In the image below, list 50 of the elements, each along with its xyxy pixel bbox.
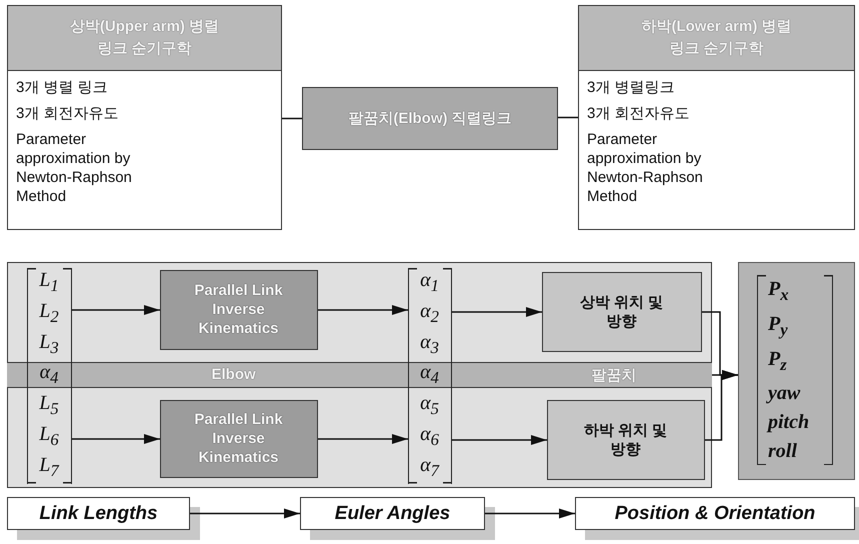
body-text: 3개 병렬링크	[587, 78, 676, 97]
vector-entry: roll	[768, 440, 797, 462]
arrow	[705, 370, 738, 441]
band-label: 팔꿈치	[592, 366, 636, 384]
vector-entry: L$_{3}$	[39, 330, 59, 359]
vector-entry: α$_{4}$	[420, 361, 439, 390]
vector-entry: α$_{6}$	[420, 423, 439, 452]
process-box: Parallel Link Inverse Kinematics	[160, 400, 318, 478]
vector-entry: α$_{3}$	[420, 330, 439, 359]
band-label: Elbow	[212, 366, 256, 382]
vector-entry: pitch	[768, 410, 810, 433]
vector-entry: L$_{5}$	[39, 392, 59, 420]
vector-entry: yaw	[768, 382, 800, 404]
vector-entry: α$_{1}$	[420, 268, 439, 297]
vector-entry: α$_{5}$	[420, 392, 439, 420]
arrow	[485, 508, 575, 518]
arrow	[190, 508, 300, 518]
vector-entry: P$_{x}$	[768, 278, 789, 306]
arrow	[318, 434, 408, 444]
body-text: 3개 병렬 링크	[16, 78, 109, 97]
header-band: 하박(Lower arm) 병렬링크 순기구학	[579, 6, 854, 71]
vector-entry: L$_{7}$	[39, 454, 59, 482]
arrow	[452, 435, 547, 445]
vector-entry: P$_{y}$	[768, 312, 788, 341]
vector-entry: α$_{7}$	[420, 454, 439, 482]
process-box: 하박 위치 및 방향	[546, 400, 704, 480]
connector-line	[558, 116, 578, 118]
module-box	[578, 5, 855, 230]
vector-entry: P$_{z}$	[768, 348, 787, 376]
arrow	[72, 434, 160, 444]
process-box: 팔꿈치(Elbow) 직렬링크	[302, 87, 558, 150]
vector-entry: L$_{1}$	[39, 268, 59, 297]
header-band: 상박(Upper arm) 병렬링크 순기구학	[8, 6, 281, 71]
vector-entry: α$_{2}$	[420, 300, 439, 328]
arrow	[318, 305, 408, 315]
body-text: 3개 회전자유도	[16, 104, 120, 123]
vector-entry: L$_{2}$	[39, 300, 59, 328]
connector-line	[282, 118, 302, 120]
vector-entry: α$_{4}$	[40, 361, 58, 390]
body-text: Parameter approximation by Newton-Raphson Method	[16, 130, 133, 206]
output-panel	[738, 262, 855, 480]
arrow	[452, 307, 542, 317]
module-box	[7, 5, 282, 230]
process-box: Parallel Link Inverse Kinematics	[160, 270, 318, 350]
process-box: 상박 위치 및 방향	[542, 272, 702, 352]
body-text: 3개 회전자유도	[587, 104, 691, 123]
vector-entry: L$_{6}$	[39, 423, 59, 452]
arrow	[72, 305, 160, 315]
body-text: Parameter approximation by Newton-Raphson Method	[587, 130, 704, 206]
panel-background	[7, 262, 712, 488]
